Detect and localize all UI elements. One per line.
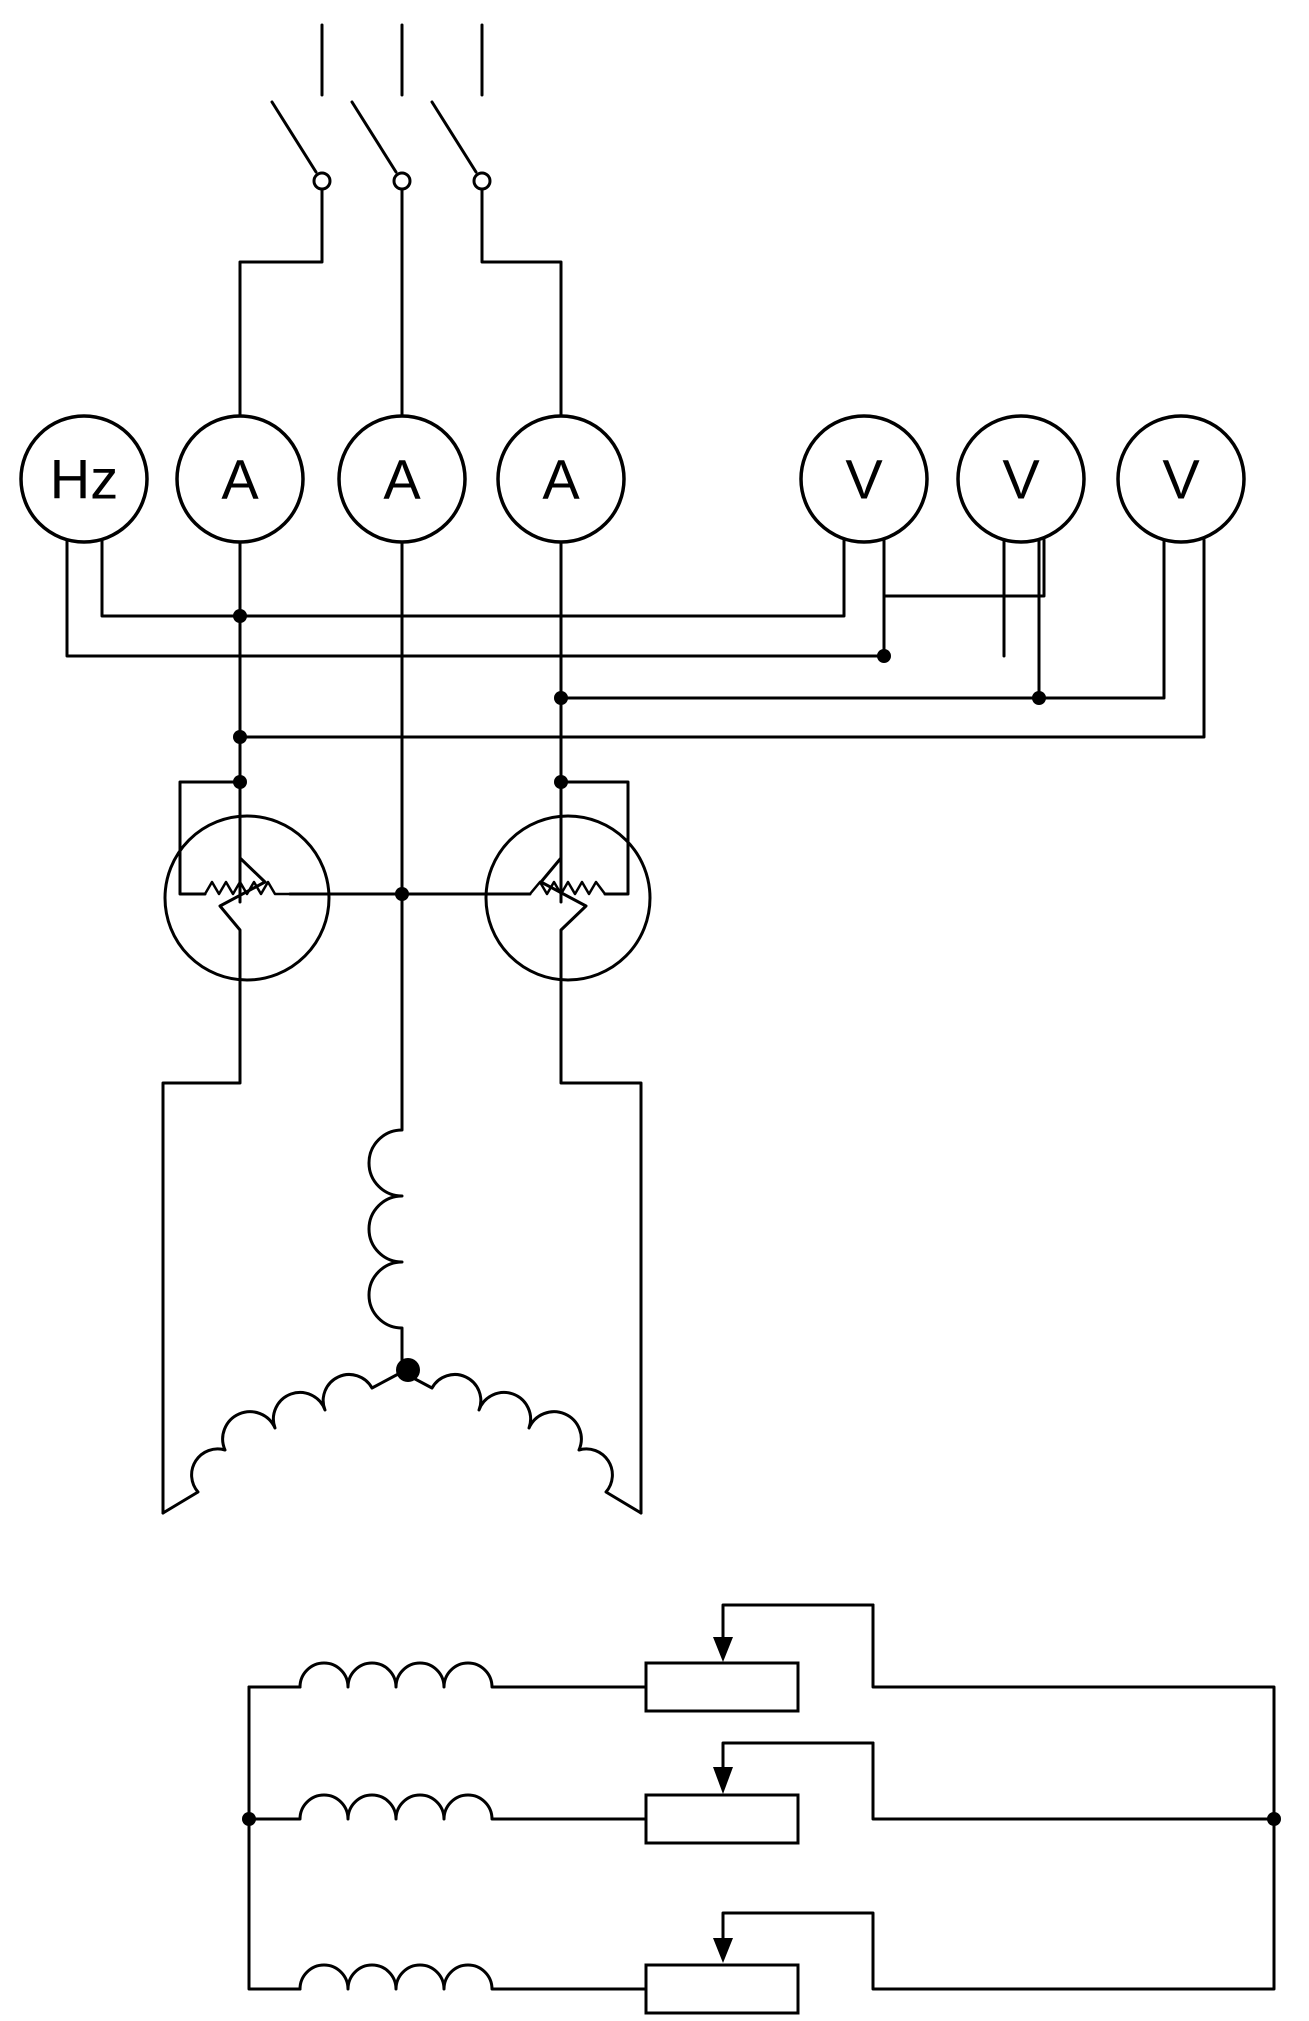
three-phase-supply [320,23,484,97]
measurement-wiring [65,538,1206,1102]
frequency-meter: Hz [19,414,149,544]
switch-phase-2 [350,100,412,417]
junction-dots [233,609,1281,1826]
voltmeter-1-label: V [845,448,883,511]
ammeter-2-label: A [383,448,421,511]
voltmeter-2: V [956,414,1086,544]
frequency-meter-label: Hz [50,448,118,511]
voltmeter-3: V [1116,414,1246,544]
voltmeter-1: V [799,414,929,544]
voltmeter-2-label: V [1002,448,1040,511]
switch-phase-1 [238,100,332,417]
ammeter-1-label: A [221,448,259,511]
generator-stator-winding [161,1098,643,1515]
switch-phase-3 [430,100,563,417]
current-transformer-right [400,780,652,1515]
rotor-circuit [247,1603,1276,2015]
ammeter-phase-1: A [175,414,305,544]
ammeter-phase-2: A [337,414,467,544]
current-transformer-left [161,780,404,1515]
ammeter-phase-3: A [496,414,626,544]
ammeter-3-label: A [542,448,580,511]
voltmeter-3-label: V [1162,448,1200,511]
